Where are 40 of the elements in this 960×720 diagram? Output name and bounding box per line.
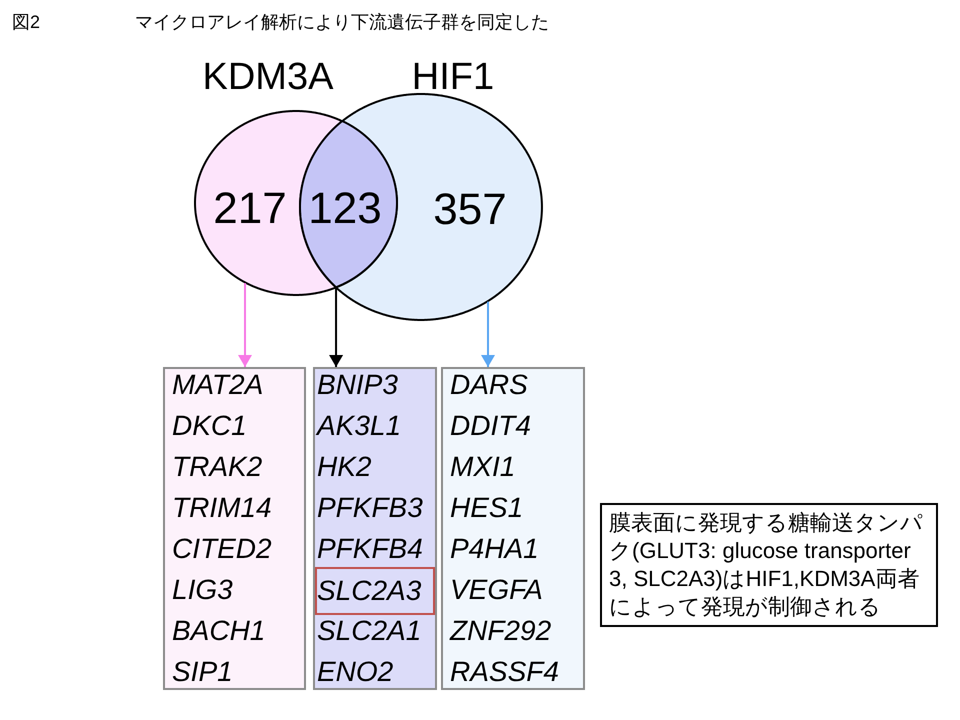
arrow [238, 283, 252, 367]
arrow [329, 287, 344, 367]
gene-name: ZNF292 [450, 617, 552, 645]
count-label: 217 [213, 186, 287, 231]
gene-name: MXI1 [450, 453, 516, 481]
count-label: 357 [433, 188, 507, 232]
gene-name: RASSF4 [450, 658, 559, 686]
count-label: 123 [308, 186, 382, 231]
gene-name: TRAK2 [172, 453, 262, 481]
gene-name: BACH1 [172, 617, 266, 645]
gene-name: DKC1 [172, 412, 247, 440]
gene-name: ENO2 [317, 658, 394, 686]
gene-name: SLC2A1 [317, 617, 422, 645]
set-label: KDM3A [202, 58, 334, 96]
gene-name: DARS [450, 371, 528, 399]
gene-name: TRIM14 [172, 494, 272, 522]
gene-name: HK2 [317, 453, 372, 481]
gene-name: PFKFB4 [317, 535, 423, 563]
note-text: 膜表面に発現する糖輸送タンパク(GLUT3: glucose transporter 3, SLC2A3)はHIF1,KDM3A両者によって発現が制御される [609, 509, 924, 621]
gene-list-panel [441, 367, 585, 690]
gene-name: HES1 [450, 494, 524, 522]
set-label: HIF1 [412, 58, 494, 96]
overlap-region [299, 120, 398, 288]
figure-title: マイクロアレイ解析により下流遺伝子群を同定した [135, 11, 549, 33]
gene-name: PFKFB3 [317, 494, 423, 522]
arrow [481, 302, 495, 367]
gene-name: VEGFA [450, 576, 543, 604]
gene-name: P4HA1 [450, 535, 539, 563]
gene-list-panel [313, 367, 437, 690]
note-box [600, 503, 938, 627]
gene-name: SIP1 [172, 658, 233, 686]
gene-name: AK3L1 [317, 412, 402, 440]
gene-name: CITED2 [172, 535, 272, 563]
gene-name: LIG3 [172, 576, 233, 604]
gene-name: MAT2A [172, 371, 264, 399]
gene-name: DDIT4 [450, 412, 531, 440]
highlight-box: SLC2A3 [315, 567, 435, 615]
figure-number: 図2 [12, 11, 40, 33]
gene-list-panel [163, 367, 306, 690]
gene-name: BNIP3 [317, 371, 398, 399]
